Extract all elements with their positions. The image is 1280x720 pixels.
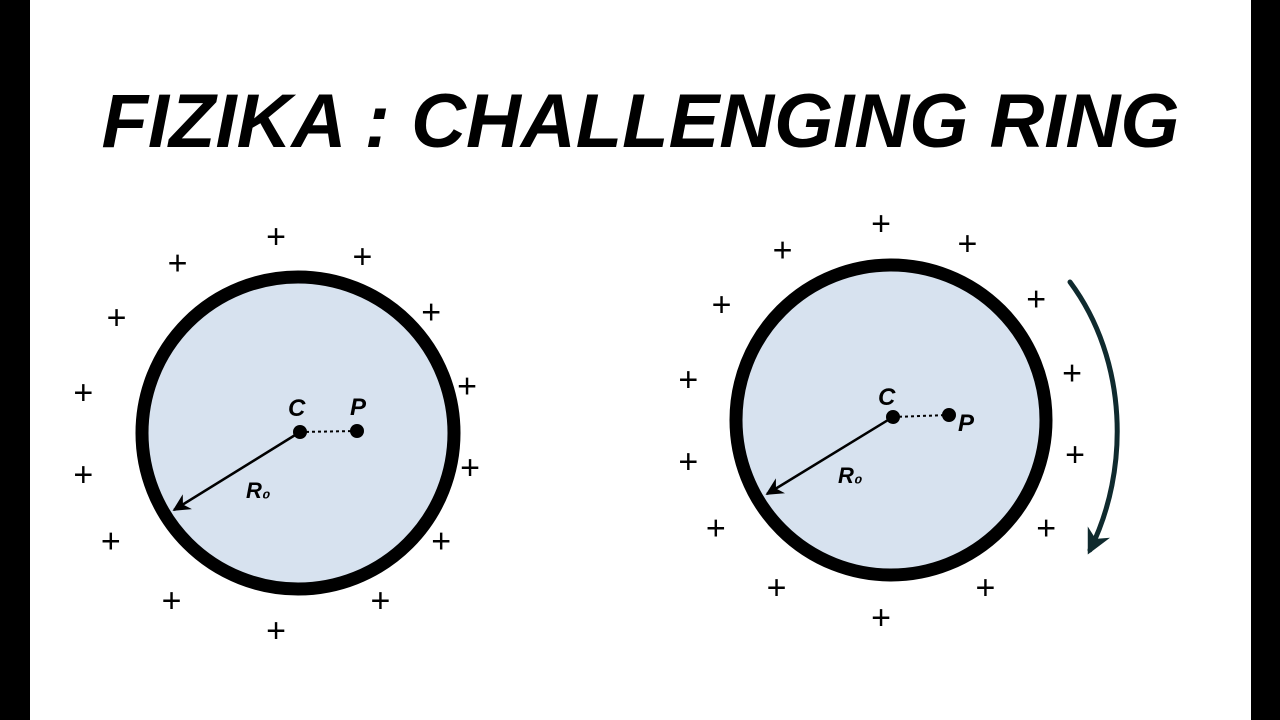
left-charge-plus: + [266, 612, 286, 650]
left-charge-plus: + [101, 522, 121, 560]
left-charge-plus: + [370, 582, 390, 620]
right-point-label: P [958, 410, 975, 437]
left-radius-label: R₀ [246, 478, 271, 503]
right-charge-plus: + [1062, 354, 1082, 392]
right-charge-plus: + [871, 205, 891, 243]
left-charges: ++++++++++++++ [73, 218, 480, 650]
page-title: FIZIKA : CHALLENGING RING [101, 79, 1180, 164]
right-charge-plus: + [706, 509, 726, 547]
left-charge-plus: + [162, 582, 182, 620]
left-charge-plus: + [431, 522, 451, 560]
right-charge-plus: + [767, 569, 787, 607]
right-charge-plus: + [712, 286, 732, 324]
right-charge-plus: + [957, 225, 977, 263]
right-charge-plus: + [871, 599, 891, 637]
left-ring-group: C P R₀ ++++++++++++++ [73, 218, 480, 650]
right-charges: ++++++++++++++ [678, 205, 1085, 637]
left-radius-arrow [172, 430, 301, 512]
right-charge-plus: + [975, 569, 995, 607]
right-charge-plus: + [1026, 281, 1046, 319]
right-charge-plus: + [1065, 436, 1085, 474]
right-radius-arrow [765, 415, 894, 496]
right-radius-label: R₀ [838, 463, 863, 488]
right-charge-plus: + [1036, 509, 1056, 547]
right-charge-plus: + [678, 443, 698, 481]
left-center-label: C [288, 395, 306, 422]
right-charge-plus: + [678, 361, 698, 399]
left-charge-plus: + [73, 374, 93, 412]
right-center-dot [886, 410, 900, 424]
right-point-dot [942, 408, 956, 422]
rotation-arrow [1067, 279, 1120, 555]
left-charge-plus: + [457, 367, 477, 405]
left-center-dot [293, 425, 307, 439]
left-charge-plus: + [107, 299, 127, 337]
left-charge-plus: + [421, 294, 441, 332]
right-ring-group: C P R₀ ++++++++++++++ [678, 205, 1120, 637]
left-charge-plus: + [460, 449, 480, 487]
left-point-label: P [350, 394, 367, 421]
left-charge-plus: + [266, 218, 286, 256]
right-center-label: C [878, 384, 896, 411]
left-point-dot [350, 424, 364, 438]
left-charge-plus: + [168, 244, 188, 282]
left-charge-plus: + [73, 456, 93, 494]
right-charge-plus: + [773, 231, 793, 269]
left-charge-plus: + [352, 238, 372, 276]
diagram-svg: C P R₀ ++++++++++++++ C P R₀ +++++++++++… [73, 205, 1120, 650]
diagram-canvas: FIZIKA : CHALLENGING RING C P R₀ +++++++… [30, 0, 1251, 720]
